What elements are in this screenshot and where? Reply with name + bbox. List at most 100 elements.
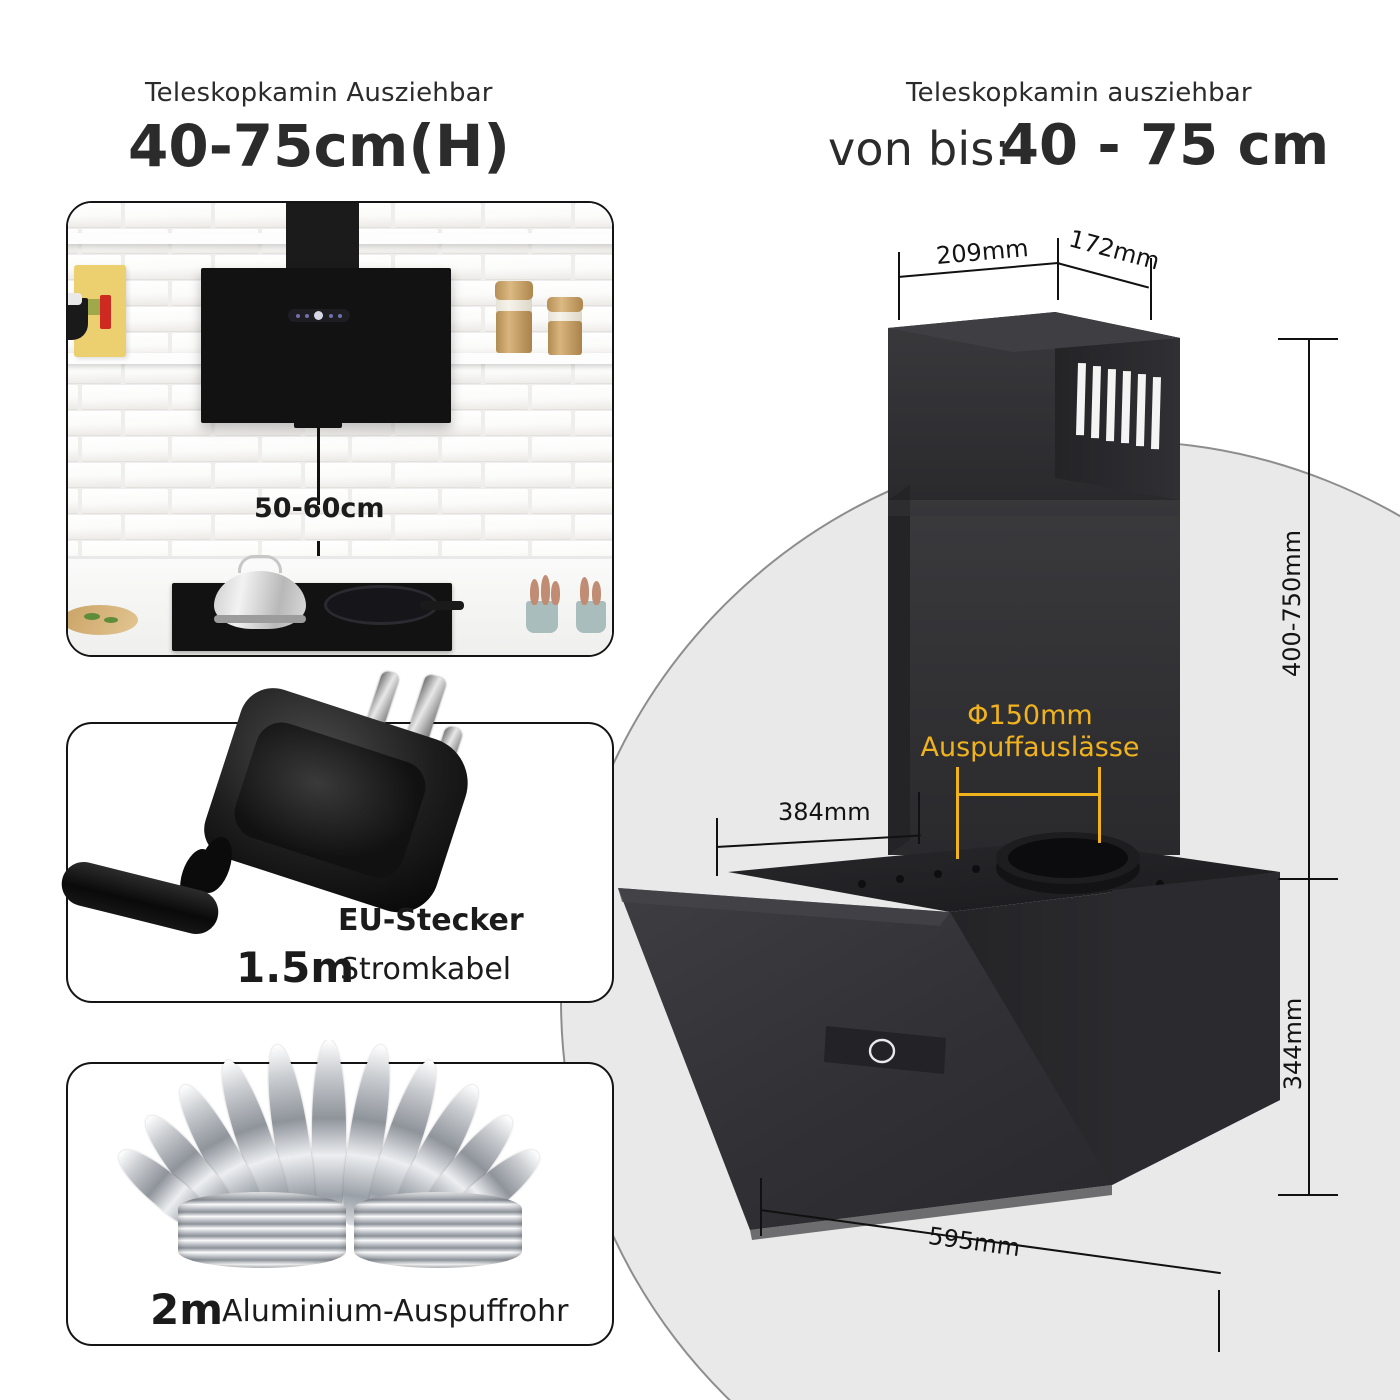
kettle [68, 298, 88, 340]
cable-length-label: Stromkabel [340, 952, 512, 987]
hood-control-strip[interactable] [824, 1026, 946, 1074]
wood-board [68, 605, 138, 635]
tile [352, 437, 439, 461]
tile [125, 307, 212, 331]
plant-leaf-2 [541, 575, 550, 605]
tile [125, 203, 212, 227]
outlet-name-label: Auspuffauslässe [920, 732, 1140, 763]
tile [172, 437, 259, 461]
dim-label-384: 384mm [778, 798, 871, 826]
tile [68, 515, 122, 539]
dim-label-body-height: 344mm [1279, 997, 1307, 1091]
left-header-title: 40-75cm(H) [128, 112, 510, 180]
tile [532, 437, 612, 461]
hood-control-panel[interactable] [288, 309, 350, 322]
tile [215, 515, 302, 539]
tile [395, 515, 482, 539]
tile [68, 463, 122, 487]
plant-leaf-5 [592, 581, 601, 605]
dim-tick-width-left [760, 1178, 763, 1236]
kitchen-dim-label: 50-60cm [254, 493, 385, 524]
duct-length-label: Aluminium-Auspuffrohr [222, 1294, 569, 1329]
jar-wood-band [548, 321, 582, 355]
tile [395, 463, 482, 487]
kitchen-dim-line-top [317, 425, 320, 505]
dim-cap-body-bottom [1278, 1194, 1338, 1197]
tile [395, 203, 482, 227]
right-header-title: 40 - 75 cm [1000, 113, 1330, 178]
outlet-diameter-label: Φ150mm [967, 700, 1093, 731]
pot-rim [214, 615, 306, 623]
aluminium-duct-illustration [66, 1040, 614, 1300]
chimney-lower [888, 485, 1180, 855]
dim-tick-top-left [898, 252, 901, 320]
control-led-4[interactable] [338, 313, 343, 318]
chimney-upper [888, 312, 1180, 500]
plug-type-label: EU-Stecker [338, 903, 524, 938]
dim-tick-width-right [1218, 1290, 1221, 1352]
cable-length-value: 1.5m [236, 943, 355, 992]
right-header-prefix: von bis: [828, 122, 1011, 176]
hood-canopy [201, 268, 451, 423]
tile [68, 203, 122, 227]
tile [172, 489, 259, 513]
tile [442, 437, 529, 461]
jar-lid [494, 281, 534, 300]
tile [262, 437, 349, 461]
power-button-icon[interactable] [314, 311, 324, 320]
dim-line-height-range [1308, 338, 1311, 880]
tile [68, 385, 79, 409]
storage-jar-2 [546, 297, 584, 355]
kitchen-panel: 50-60cm [66, 201, 614, 657]
tile [575, 515, 612, 539]
exhaust-collar [996, 832, 1140, 894]
pot-handle [238, 555, 282, 573]
tile [485, 203, 572, 227]
control-led-3[interactable] [328, 313, 333, 318]
hood-bottom-edge [750, 1185, 1112, 1240]
chimney-vent-slots [1075, 363, 1161, 450]
tile [262, 489, 349, 513]
tile [575, 411, 612, 435]
outlet-dim-tick-left [956, 767, 959, 859]
tile [68, 489, 79, 513]
dim-tick-depth-right [918, 792, 921, 844]
herb-1 [84, 613, 100, 620]
tile [68, 333, 79, 357]
tile [82, 437, 169, 461]
outlet-dim-tick-right [1098, 767, 1101, 843]
tile [305, 463, 392, 487]
tile [575, 463, 612, 487]
tile [68, 411, 122, 435]
hood-top-deck [728, 832, 1280, 912]
control-led-1[interactable] [295, 313, 300, 318]
tile [82, 385, 169, 409]
tile [442, 385, 529, 409]
plant-leaf-4 [580, 577, 589, 605]
hood-glass-front [618, 888, 1112, 1230]
tile [125, 255, 212, 279]
kettle-lid [68, 293, 82, 305]
tile [485, 255, 572, 279]
control-led-2[interactable] [305, 313, 310, 318]
left-header-subtitle: Teleskopkamin Ausziehbar [145, 78, 493, 108]
tile-row [68, 515, 612, 541]
duct-pleat [312, 1040, 346, 1226]
tile [532, 489, 612, 513]
tile [125, 515, 212, 539]
tile [125, 463, 212, 487]
kitchen-scene: 50-60cm [68, 203, 612, 655]
red-bottle [100, 295, 111, 329]
duct-end-right [354, 1192, 522, 1268]
jar-lid [546, 297, 584, 313]
range-hood-diagram [618, 312, 1280, 1240]
dim-cap-height-top [1278, 338, 1338, 341]
tile [485, 463, 572, 487]
plant-leaf-3 [551, 581, 560, 605]
outlet-dim-line [956, 793, 1100, 796]
right-header-subtitle: Teleskopkamin ausziehbar [906, 78, 1252, 108]
dim-tick-top-right [1150, 258, 1153, 320]
duct-end-left [178, 1192, 346, 1268]
plant-pot-1 [526, 601, 558, 633]
